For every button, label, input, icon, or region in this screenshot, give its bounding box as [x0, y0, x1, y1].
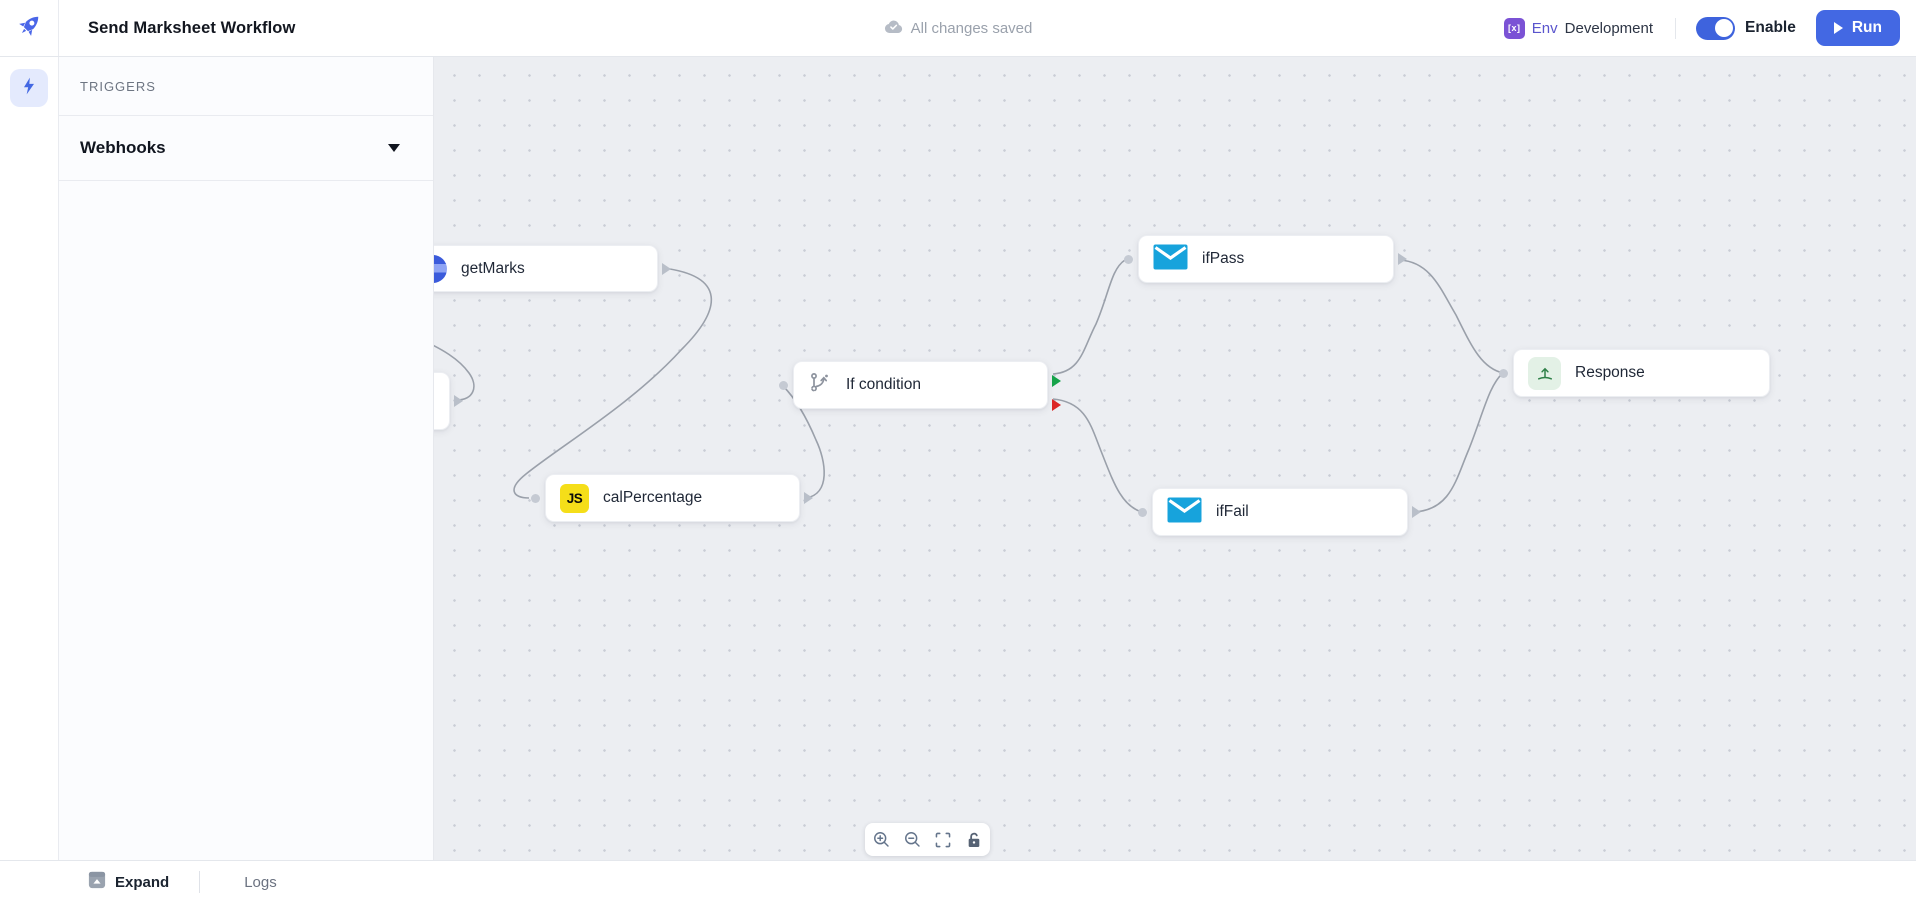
main: TRIGGERS Webhooks [0, 57, 1916, 860]
lock-button[interactable] [963, 829, 985, 851]
save-status-text: All changes saved [910, 19, 1033, 37]
node-label: If condition [846, 376, 921, 393]
zoom-in-button[interactable] [870, 829, 892, 851]
true-output-handle[interactable] [1052, 375, 1061, 387]
sidebar-item-webhooks[interactable]: Webhooks [59, 116, 433, 181]
input-handle[interactable] [779, 380, 788, 390]
rocket-logo-icon [16, 12, 43, 44]
expand-panel-icon [88, 871, 106, 894]
mail-icon [1153, 244, 1188, 275]
webhooks-label: Webhooks [80, 138, 166, 157]
output-handle[interactable] [662, 262, 671, 275]
node-start-trigger[interactable] [434, 372, 463, 430]
toggle-knob [1714, 19, 1733, 37]
play-icon [1833, 22, 1843, 34]
javascript-icon: JS [560, 483, 589, 513]
canvas-controls [865, 823, 990, 856]
header-right: [x] Env Development Enable Run [1503, 0, 1916, 56]
run-button[interactable]: Run [1815, 10, 1900, 46]
node-label: Response [1575, 364, 1645, 381]
run-button-label: Run [1851, 19, 1882, 36]
node-ifcondition[interactable]: If condition [779, 361, 1061, 411]
output-handle[interactable] [1398, 253, 1407, 265]
triggers-panel: TRIGGERS Webhooks [59, 57, 434, 860]
edge-ifcondition-iffail [1052, 398, 1143, 513]
node-response[interactable]: Response [1499, 349, 1770, 397]
enable-label: Enable [1745, 19, 1796, 36]
mail-icon [1167, 497, 1202, 528]
node-iffail[interactable]: ifFail [1138, 488, 1421, 536]
enable-toggle[interactable] [1696, 16, 1736, 40]
zoom-out-button[interactable] [901, 829, 923, 851]
node-label: calPercentage [603, 489, 703, 506]
footer: Expand Logs [0, 860, 1916, 903]
lightning-icon [19, 76, 39, 101]
node-calpercentage[interactable]: JS calPercentage [531, 474, 813, 522]
triggers-section-title: TRIGGERS [80, 78, 156, 94]
expand-label: Expand [115, 873, 170, 891]
left-icon-rail [0, 57, 59, 860]
node-label: ifPass [1202, 250, 1245, 267]
logo-cell[interactable] [0, 0, 59, 56]
edge-ifcondition-ifpass [1052, 259, 1126, 375]
page-title: Send Marksheet Workflow [88, 18, 296, 37]
edge-getmarks-calpercentage [513, 267, 713, 499]
node-label: getMarks [461, 259, 525, 277]
input-handle[interactable] [1138, 507, 1147, 517]
input-handle[interactable] [531, 493, 540, 503]
triggers-section-header: TRIGGERS [59, 57, 433, 116]
edge-layer [434, 259, 1504, 513]
edge-iffail-response [1413, 372, 1504, 513]
output-handle[interactable] [454, 395, 463, 407]
output-handle[interactable] [1412, 506, 1421, 518]
chevron-down-icon [388, 144, 400, 152]
branch-icon [808, 371, 832, 400]
environment-selector[interactable]: [x] Env Development [1503, 17, 1677, 39]
fit-view-button[interactable] [932, 829, 954, 851]
env-value: Development [1564, 19, 1654, 37]
env-label: Env [1531, 19, 1558, 37]
node-ifpass[interactable]: ifPass [1124, 235, 1407, 283]
footer-divider [199, 871, 201, 893]
logs-button[interactable]: Logs [244, 873, 277, 891]
output-handle[interactable] [804, 492, 813, 504]
node-getmarks[interactable]: getMarks [434, 245, 671, 292]
triggers-rail-button[interactable] [10, 69, 48, 107]
header: Send Marksheet Workflow All changes save… [0, 0, 1916, 57]
response-icon [1528, 356, 1561, 390]
node-label: ifFail [1216, 503, 1249, 520]
enable-toggle-group: Enable [1676, 16, 1816, 40]
database-icon [434, 254, 447, 283]
env-brackets-icon: [x] [1503, 17, 1525, 39]
input-handle[interactable] [1124, 254, 1133, 264]
input-handle[interactable] [1499, 368, 1508, 378]
cloud-check-icon [884, 19, 903, 38]
expand-button[interactable]: Expand [88, 871, 169, 894]
edge-ifpass-response [1399, 259, 1504, 374]
false-output-handle[interactable] [1052, 399, 1061, 411]
workflow-canvas[interactable]: getMarks JS calPercentage [434, 57, 1916, 860]
